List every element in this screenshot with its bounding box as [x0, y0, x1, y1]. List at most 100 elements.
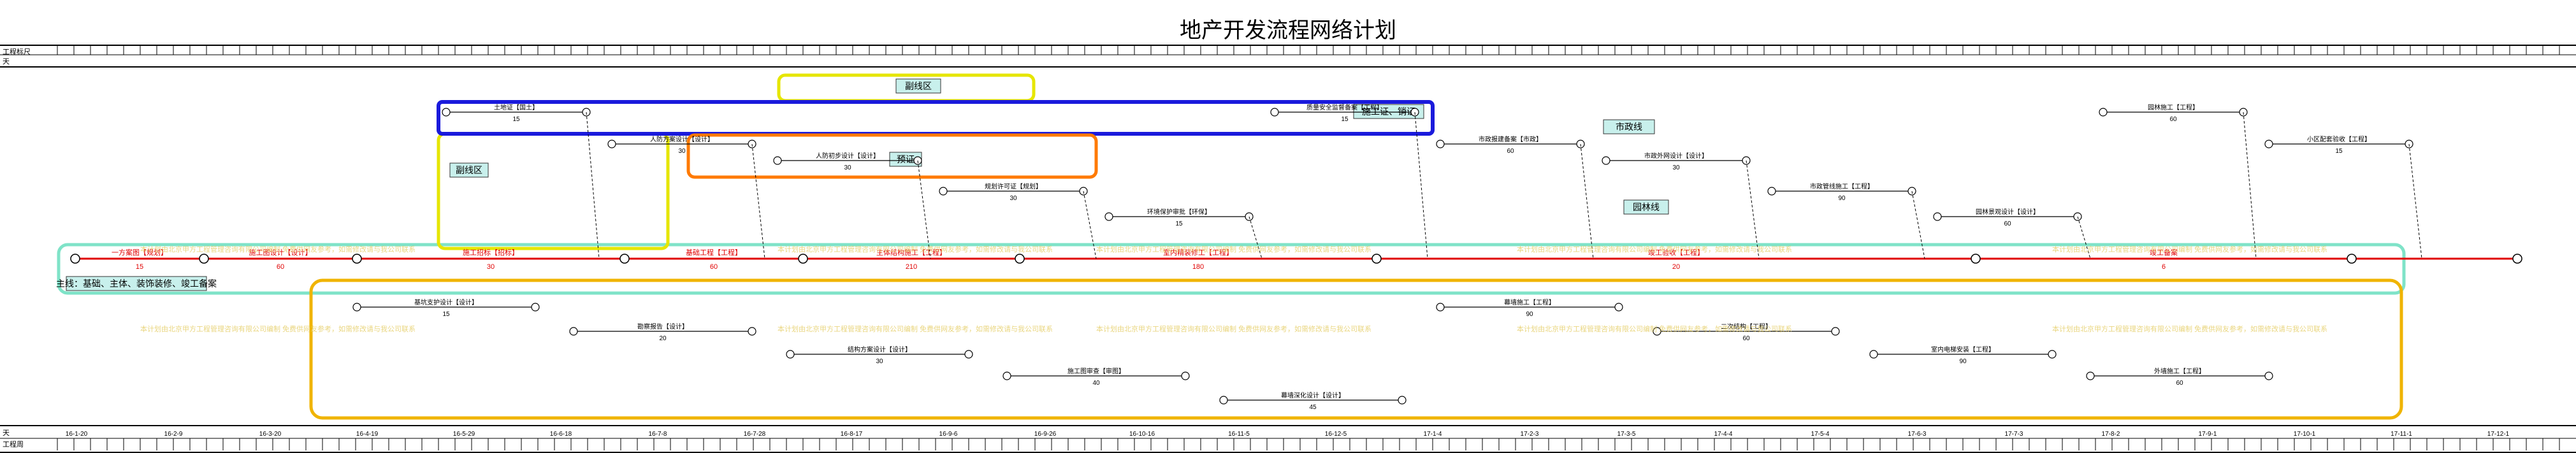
lower-node	[748, 327, 756, 336]
zone-permit-label: 施工证、销证	[1362, 106, 1415, 117]
ruler-label-project: 工程标尺	[3, 48, 31, 56]
upper-task-label: 土地证【国土】	[494, 103, 539, 111]
watermark-text: 本计划由北京甲方工程管理咨询有限公司编制 免费供网友参考，如需修改请与我公司联系	[778, 324, 1053, 333]
bottom-date-label: 16-3-20	[259, 431, 282, 438]
main-node	[2347, 254, 2357, 264]
upper-link	[1248, 216, 1263, 259]
bottom-date-label: 16-12-5	[1325, 431, 1347, 438]
bottom-date-label: 17-10-1	[2294, 431, 2316, 438]
lower-node	[1436, 303, 1445, 312]
main-task-duration: 60	[277, 263, 284, 271]
lower-node	[964, 350, 973, 359]
main-node	[1371, 254, 1382, 264]
upper-node	[1104, 212, 1113, 221]
bottom-date-label: 17-12-1	[2487, 431, 2510, 438]
zone-redline-a-label: 副线区	[905, 81, 932, 91]
lower-task-label: 幕墙深化设计【设计】	[1281, 391, 1345, 399]
lower-task-label: 施工图审查【审图】	[1067, 367, 1125, 375]
lower-node	[1002, 371, 1011, 380]
bottom-date-label: 17-9-1	[2199, 431, 2217, 438]
upper-link	[2408, 143, 2422, 259]
chart-title: 地产开发流程网络计划	[1180, 18, 1396, 43]
upper-task-duration: 15	[1175, 220, 1183, 227]
upper-node	[773, 156, 782, 165]
main-node	[1971, 254, 1981, 264]
zone-municipal-label: 市政线	[1616, 122, 1642, 132]
main-task-duration: 210	[906, 263, 917, 271]
ruler-label-day-bottom: 天	[3, 429, 10, 437]
main-task-label: 竣工备案	[2150, 248, 2178, 257]
watermark-text: 本计划由北京甲方工程管理咨询有限公司编制 免费供网友参考，如需修改请与我公司联系	[1517, 324, 1792, 333]
upper-link	[1911, 191, 1925, 259]
zone-bottom	[309, 278, 2403, 420]
upper-link	[1580, 143, 1594, 259]
bottom-date-label: 16-7-28	[744, 431, 766, 438]
lower-node	[2264, 371, 2273, 380]
lower-task-duration: 60	[2176, 380, 2183, 387]
upper-task-duration: 30	[844, 164, 851, 171]
lower-node	[1614, 303, 1623, 312]
main-task-label: 竣工验收【工程】	[1648, 248, 1704, 257]
upper-node	[1933, 212, 1942, 221]
main-task-duration: 60	[710, 263, 718, 271]
bottom-date-label: 16-8-17	[841, 431, 863, 438]
upper-link	[2243, 111, 2257, 259]
lower-task-label: 外墙施工【工程】	[2154, 367, 2205, 375]
lower-task-duration: 15	[442, 311, 450, 318]
lower-task-label: 结构方案设计【设计】	[848, 345, 911, 354]
lower-node	[352, 303, 361, 312]
main-node	[70, 254, 80, 264]
bottom-date-label: 17-2-3	[1521, 431, 1539, 438]
upper-node	[442, 108, 451, 117]
lower-node	[1398, 396, 1407, 405]
upper-node	[607, 140, 616, 148]
zone-permit	[437, 100, 1435, 136]
lower-task-label: 勘察报告【设计】	[637, 322, 688, 331]
lower-task-label: 二次结构【工程】	[1721, 322, 1772, 331]
watermark-text: 本计划由北京甲方工程管理咨询有限公司编制 免费供网友参考，如需修改请与我公司联系	[1096, 324, 1371, 333]
bottom-date-label: 16-6-18	[550, 431, 572, 438]
upper-task-duration: 90	[1838, 195, 1846, 202]
lower-task-label: 基坑支护设计【设计】	[414, 298, 478, 306]
main-task-label: 主体结构施工【工程】	[876, 248, 946, 257]
lower-node	[786, 350, 795, 359]
main-task-duration: 180	[1192, 263, 1204, 271]
main-task-label: 施工招标【招标】	[463, 248, 519, 257]
bottom-date-label: 16-9-6	[939, 431, 958, 438]
upper-task-label: 市政管线施工【工程】	[1810, 182, 1874, 191]
zone-mainline	[57, 243, 2406, 295]
upper-link	[751, 143, 765, 259]
main-task-label: 施工图设计【设计】	[249, 248, 312, 257]
zone-redline-b	[437, 132, 670, 250]
bottom-date-label: 16-7-8	[649, 431, 667, 438]
ruler-label-day: 天	[3, 57, 10, 66]
main-task-duration: 20	[1672, 263, 1680, 271]
bottom-date-label: 17-11-1	[2391, 431, 2412, 438]
main-node	[798, 254, 808, 264]
watermark-text: 本计划由北京甲方工程管理咨询有限公司编制 免费供网友参考，如需修改请与我公司联系	[1517, 245, 1792, 254]
zone-redline-b-label: 副线区	[456, 165, 482, 175]
main-task-duration: 15	[136, 263, 143, 271]
bottom-date-label: 17-4-4	[1714, 431, 1733, 438]
lower-task-duration: 90	[1959, 358, 1967, 365]
main-node	[1015, 254, 1025, 264]
top-ruler: 工程标尺 天	[0, 45, 2576, 68]
upper-task-duration: 60	[1507, 148, 1514, 155]
main-task-duration: 6	[2162, 263, 2166, 271]
bottom-date-label: 17-1-4	[1424, 431, 1442, 438]
lower-task-duration: 30	[876, 358, 883, 365]
upper-node	[1602, 156, 1610, 165]
zone-mainline-label: 主线：基础、主体、装饰装修、竣工备案	[56, 278, 217, 289]
upper-link	[586, 111, 600, 259]
zone-permit-label-box	[1353, 104, 1424, 119]
watermark-text: 本计划由北京甲方工程管理咨询有限公司编制 免费供网友参考，如需修改请与我公司联系	[2052, 324, 2327, 333]
watermark-text: 本计划由北京甲方工程管理咨询有限公司编制 免费供网友参考，如需修改请与我公司联系	[140, 245, 416, 254]
zone-landscape-label: 园林线	[1633, 202, 1660, 212]
upper-task-duration: 15	[2335, 148, 2343, 155]
zone-landscape-label-box	[1623, 199, 1669, 215]
upper-link	[917, 160, 931, 259]
watermark-text: 本计划由北京甲方工程管理咨询有限公司编制 免费供网友参考，如需修改请与我公司联系	[1096, 245, 1371, 254]
bottom-date-label: 16-4-19	[356, 431, 379, 438]
watermark-text: 本计划由北京甲方工程管理咨询有限公司编制 免费供网友参考，如需修改请与我公司联系	[2052, 245, 2327, 254]
